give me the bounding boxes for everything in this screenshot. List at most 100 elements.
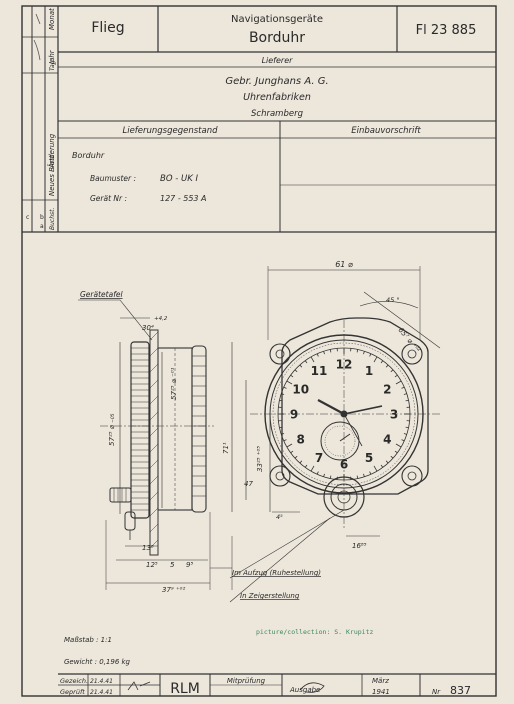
footer-title-block <box>58 674 496 696</box>
dial-tick <box>370 354 371 357</box>
dial-tick <box>324 351 325 354</box>
callout-zeiger: In Zeigerstellung <box>240 592 300 600</box>
dial-tick <box>374 357 377 362</box>
dial-tick <box>391 370 393 372</box>
dial-tick <box>300 461 302 463</box>
footer-checked-label: Geprüft <box>60 688 85 696</box>
footer-drawn-date: 21.4.41 <box>90 678 113 685</box>
dim-3325: 33²⁵ ⁺⁰⁵ <box>256 446 264 472</box>
front-view <box>210 266 440 602</box>
dial-tick <box>357 476 358 479</box>
dial-numeral-3: 3 <box>390 408 398 422</box>
dim-47: 47 <box>244 480 253 488</box>
dim-5: 5 <box>170 561 175 569</box>
dim-1685: 16⁸⁵ <box>352 542 367 550</box>
dial-tick <box>291 375 293 377</box>
footer-ausgabe-label: Ausgabe <box>289 686 320 694</box>
dial-tick <box>284 387 287 388</box>
dim-5725-right: 57²⁵ ⌀ ⁻⁰¹ <box>170 367 178 400</box>
model-value: BO - UK I <box>160 174 198 184</box>
footer-year: 1941 <box>372 688 390 696</box>
dial-tick <box>363 474 364 477</box>
dial-tick <box>395 375 397 377</box>
header-category: Flieg <box>91 20 124 36</box>
dial-tick <box>305 465 307 467</box>
dial-numeral-12: 12 <box>336 358 353 372</box>
rev-label-neues-blatt: Neues Blatt <box>48 155 56 196</box>
dial-tick <box>374 466 377 471</box>
rev-letter-a: a <box>40 223 44 230</box>
dim-5725-left: 57²⁵ ⌀ ₋₀₅ <box>108 413 116 446</box>
dial-tick <box>311 466 314 471</box>
dim-711: 71¹ <box>222 442 230 454</box>
footer-page-label: Nr <box>432 688 441 696</box>
dial-tick <box>404 394 407 395</box>
dial-tick <box>305 361 307 363</box>
supplier-name: Gebr. Junghans A. G. <box>225 76 328 87</box>
dim-45: 4⁵ <box>276 513 283 521</box>
device-value: 127 - 553 A <box>160 194 207 203</box>
dial-tick <box>317 354 318 357</box>
geraetetafel-label: Gerätetafel <box>80 290 123 299</box>
dial-numeral-4: 4 <box>383 433 391 447</box>
device-label: Gerät Nr : <box>90 194 127 203</box>
dial-tick <box>291 451 293 453</box>
dial-tick <box>330 349 331 352</box>
callout-aufzug: Im Aufzug (Ruhestellung) <box>232 569 321 577</box>
dial-numeral-6: 6 <box>340 458 348 472</box>
rev-letter-b: b <box>40 214 44 221</box>
dial-tick <box>317 472 318 475</box>
header-group-line1: Navigationsgeräte <box>231 14 323 25</box>
dial-tick <box>406 427 409 428</box>
dial-numeral-1: 1 <box>365 364 373 378</box>
model-label: Baumuster : <box>90 174 136 183</box>
footer-page: 837 <box>450 684 471 697</box>
dial-tick <box>402 387 405 388</box>
footer-rlm: RLM <box>170 681 200 697</box>
supplier-line2: Uhrenfabriken <box>243 92 311 103</box>
footer-checked-date: 21.4.41 <box>90 689 113 696</box>
dial-numeral-8: 8 <box>297 433 305 447</box>
drawing-number: Fl 23 885 <box>416 23 477 38</box>
dial-tick <box>370 472 371 475</box>
photo-credit: picture/collection: S. Krupitz <box>256 628 373 636</box>
dial-tick <box>386 461 388 463</box>
dim-304: 30⁴ <box>142 324 154 332</box>
dial-tick <box>381 361 383 363</box>
dial-tick <box>357 349 358 352</box>
dial-tick <box>300 365 302 367</box>
dial-tick <box>395 451 397 453</box>
weight-note: Gewicht : 0,196 kg <box>64 658 131 666</box>
dial-tick <box>386 365 388 367</box>
dial-tick <box>287 444 292 447</box>
dial-numeral-5: 5 <box>365 451 373 465</box>
dial-tick <box>330 476 331 479</box>
dial-tick <box>406 400 409 401</box>
rev-letter-c: c <box>26 214 29 221</box>
dial-tick <box>404 433 407 434</box>
dial-tick <box>381 465 383 467</box>
dim-95: 9⁵ <box>186 561 193 569</box>
dial-tick <box>324 474 325 477</box>
dial-tick <box>391 456 393 458</box>
side-view <box>78 300 232 590</box>
dial-tick <box>295 370 297 372</box>
dial-numeral-2: 2 <box>383 383 391 397</box>
dial-tick <box>284 440 287 441</box>
header-group-line2: Borduhr <box>249 30 305 46</box>
rev-label-monat: Monat <box>48 8 56 30</box>
dim-379: 37⁹ ⁺⁰² <box>162 586 185 594</box>
dial-tick <box>396 444 401 447</box>
footer-drawn-label: Gezeich. <box>60 677 88 685</box>
dial-tick <box>295 456 297 458</box>
delivery-col1-heading: Lieferungsgegenstand <box>122 126 218 136</box>
dial-numeral-9: 9 <box>290 408 298 422</box>
scale-note: Maßstab : 1:1 <box>64 636 112 644</box>
dim-61: 61 ⌀ <box>335 260 353 269</box>
dial-numeral-7: 7 <box>315 451 323 465</box>
dial-numeral-10: 10 <box>292 383 309 397</box>
delivery-col2-heading: Einbauvorschrift <box>351 126 421 136</box>
footer-month: März <box>372 677 389 685</box>
